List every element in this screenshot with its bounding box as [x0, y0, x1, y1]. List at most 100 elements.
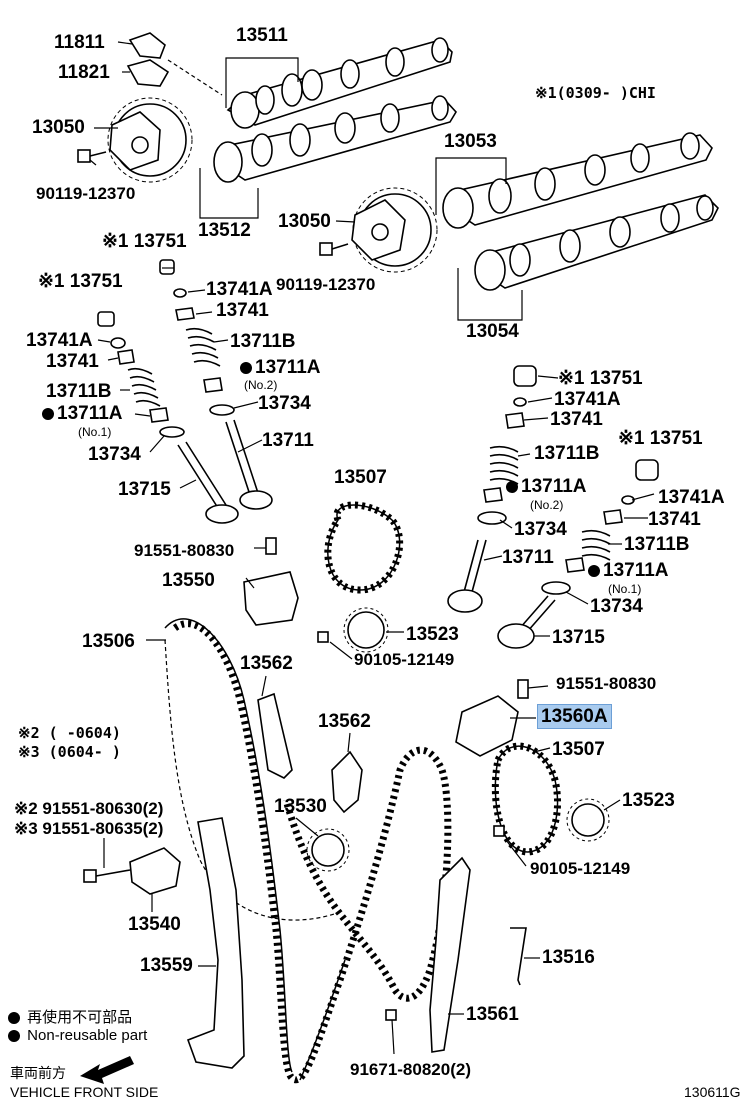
sprocket-13523-lower [493, 798, 621, 867]
label-note-ch1: ※1(0309- )CHI [535, 84, 656, 102]
label-13050-center: 13050 [278, 211, 331, 232]
label-13741-b: 13741 [46, 351, 99, 372]
vehicle-front-en: VEHICLE FRONT SIDE [10, 1084, 159, 1100]
label-13734-a: 13734 [258, 393, 311, 414]
label-13550: 13550 [162, 570, 215, 591]
label-13711A-c-sub: (No.2) [530, 498, 564, 512]
non-reusable-marker [8, 1030, 20, 1043]
label-13751-c: ※1 13751 [558, 368, 643, 389]
label-90119-left: 90119-12370 [36, 184, 136, 203]
oil-pipe-13516 [510, 927, 540, 986]
label-13751-d: ※1 13751 [618, 428, 703, 449]
label-13711A-c: 13711A [506, 477, 587, 496]
label-13734-d: 13734 [590, 596, 643, 617]
label-11811: 11811 [54, 32, 105, 53]
non-reusable-marker [240, 361, 252, 374]
label-13711-b: 13711 [502, 547, 554, 568]
label-91551-80630: ※2 91551-80630(2) [14, 799, 164, 818]
label-13562-center: 13562 [318, 711, 371, 732]
chain-guide-13559 [186, 817, 245, 1069]
label-13507-upper: 13507 [334, 467, 387, 488]
vehicle-front-jp: 車両前方 [10, 1065, 66, 1081]
valve-stack-left-1 [97, 311, 239, 524]
label-13523-lower: 13523 [622, 790, 675, 811]
label-13741A-b: 13741A [26, 330, 93, 351]
label-13516: 13516 [542, 947, 595, 968]
tensioner-13550 [243, 537, 299, 626]
valve-stack-right-1 [447, 365, 537, 613]
crank-sprocket-13530 [295, 817, 350, 872]
diagram-code: 130611G [684, 1084, 741, 1100]
label-91551-80830-b: 91551-80830 [556, 674, 657, 693]
leaders-valves [97, 267, 655, 637]
label-13512: 13512 [198, 220, 251, 241]
non-reusable-marker [506, 480, 518, 493]
cam-gear-13050-left [107, 97, 193, 183]
front-arrow-icon [80, 1056, 134, 1084]
highlighted-part-13560A: 13560A [537, 704, 612, 729]
camshaft-13511 [226, 37, 453, 129]
label-13053: 13053 [444, 131, 497, 152]
tensioner-13560A [455, 679, 549, 757]
label-13507-lower: 13507 [552, 739, 605, 760]
label-91551-80635: ※3 91551-80635(2) [14, 819, 164, 838]
label-13741A-d: 13741A [658, 487, 725, 508]
guide-13562-center [331, 732, 363, 814]
label-note-2: ※2 ( -0604) [18, 724, 121, 742]
label-13530: 13530 [274, 796, 327, 817]
label-13741A-c: 13741A [554, 389, 621, 410]
camshaft-13053 [442, 132, 713, 229]
label-13559: 13559 [140, 955, 193, 976]
label-13711A-d: 13711A [588, 561, 669, 580]
label-13711B-c: 13711B [534, 443, 600, 464]
leaders-top [89, 41, 523, 321]
non-reusable-marker [8, 1012, 20, 1025]
label-13741-d: 13741 [648, 509, 701, 530]
bolts-90119 [77, 149, 349, 256]
chain-guide-13561 [385, 856, 471, 1055]
chain-13507-lower [491, 742, 561, 856]
label-13050-left: 13050 [32, 117, 85, 138]
label-13734-b: 13734 [88, 444, 141, 465]
guide-13562-left [257, 675, 293, 779]
legend-non-reusable-jp: 再使用不可部品 [8, 1006, 132, 1027]
label-13560A: 13560A [537, 704, 612, 729]
bearing-caps [126, 32, 170, 87]
label-13751-b: ※1 13751 [38, 271, 123, 292]
label-13751-a: ※1 13751 [102, 231, 187, 252]
non-reusable-marker [588, 564, 600, 577]
label-13711A-d-sub: (No.1) [608, 582, 642, 596]
camshaft-13512 [213, 95, 457, 183]
label-13715-a: 13715 [118, 479, 171, 500]
label-13711A-a-sub: (No.2) [244, 378, 278, 392]
label-13711A-a: 13711A [240, 358, 321, 377]
label-90119-center: 90119-12370 [276, 275, 376, 294]
chain-13507-upper [324, 501, 404, 594]
label-13711B-a: 13711B [230, 331, 296, 352]
sprocket-13523-upper [317, 607, 404, 660]
label-13711A-b-sub: (No.1) [78, 425, 112, 439]
cam-gear-13050-center [351, 187, 438, 273]
label-13741A-a: 13741A [206, 279, 273, 300]
label-13523-upper: 13523 [406, 624, 459, 645]
label-91671-80820: 91671-80820(2) [350, 1060, 471, 1079]
camshaft-13054 [474, 194, 719, 291]
label-90105-12149-upper: 90105-12149 [354, 650, 455, 669]
label-note-3: ※3 (0604- ) [18, 743, 121, 761]
label-13734-c: 13734 [514, 519, 567, 540]
label-13711-a: 13711 [262, 430, 314, 451]
label-13711B-b: 13711B [46, 381, 112, 402]
label-13711B-d: 13711B [624, 534, 690, 555]
valve-stack-left-2 [159, 259, 273, 510]
timing-chain-13506 [146, 618, 452, 1084]
legend-non-reusable-en: Non-reusable part [8, 1027, 147, 1044]
valve-stack-right-2 [497, 459, 659, 649]
label-13561: 13561 [466, 1004, 519, 1025]
tensioner-13540 [83, 838, 181, 912]
label-13054: 13054 [466, 321, 519, 342]
label-13511: 13511 [236, 25, 288, 46]
label-13741-c: 13741 [550, 409, 603, 430]
label-13715-b: 13715 [552, 627, 605, 648]
